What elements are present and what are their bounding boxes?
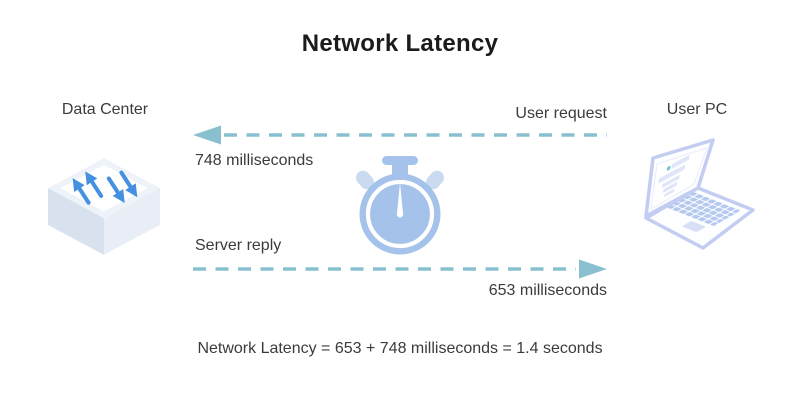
laptop-icon <box>644 138 755 250</box>
switch-left-face <box>47 188 104 255</box>
reply-duration: 653 milliseconds <box>488 282 607 299</box>
network-switch-icon <box>47 158 161 255</box>
request-arrow <box>193 125 607 145</box>
laptop-trackpad <box>682 221 706 232</box>
stopwatch-icon <box>356 156 444 255</box>
stopwatch-left-ear <box>356 170 374 190</box>
stopwatch-right-ear <box>426 170 444 190</box>
screen-address-bar <box>671 155 690 169</box>
switch-right-face <box>104 188 161 255</box>
screen-accent-dot <box>666 165 671 171</box>
laptop-keyboard <box>666 191 742 227</box>
reply-label: Server reply <box>195 237 282 254</box>
screen-content-bar <box>661 175 680 188</box>
left-arrowhead-icon <box>193 125 221 145</box>
screen-content-bar <box>658 164 686 184</box>
stopwatch-needle <box>396 183 404 215</box>
reply-arrow <box>193 259 607 279</box>
laptop-screen-content <box>658 155 690 197</box>
request-label: User request <box>515 105 607 122</box>
latency-formula: Network Latency = 653 + 748 milliseconds… <box>197 340 603 357</box>
right-arrowhead-icon <box>579 259 607 279</box>
switch-traffic-arrows <box>72 170 138 205</box>
down-arrow-icon <box>119 170 138 198</box>
up-arrow-icon <box>72 178 91 205</box>
laptop-deck <box>666 191 742 232</box>
data-center-label: Data Center <box>61 101 149 118</box>
down-arrow-icon <box>106 176 125 204</box>
up-arrow-icon <box>85 171 104 198</box>
request-duration: 748 milliseconds <box>195 152 314 169</box>
screen-content-bar <box>664 188 675 197</box>
stopwatch-dial-ring <box>365 179 435 249</box>
user-pc-label: User PC <box>666 101 728 118</box>
stopwatch-needle-hub <box>397 211 403 218</box>
stopwatch-button <box>382 156 418 165</box>
screen-content-bar <box>662 182 678 193</box>
page-title: Network Latency <box>301 30 499 57</box>
